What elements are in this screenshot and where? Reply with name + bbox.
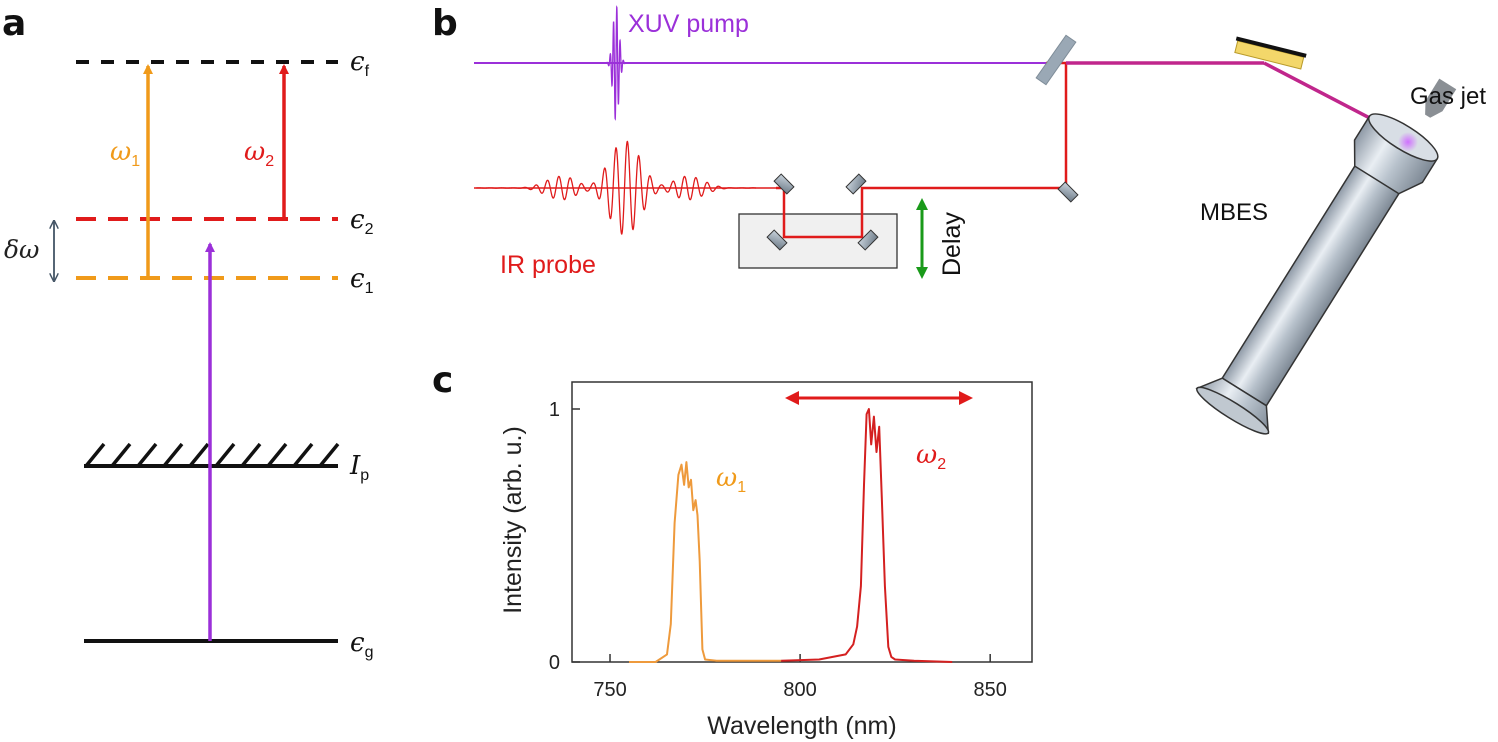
- gas-jet-nozzle: [1425, 78, 1457, 118]
- y-axis-title: Intensity (arb. u.): [499, 426, 527, 614]
- focusing-mirror: [1234, 36, 1307, 70]
- omega2-label: ω2: [244, 137, 274, 170]
- combining-mirror: [1035, 34, 1077, 86]
- x-tick-label: 850: [973, 679, 1006, 701]
- spectrum-omega2-label: ω2: [916, 440, 946, 473]
- interaction-point-glow: [1398, 132, 1418, 152]
- eps-2-label: ϵ2: [350, 205, 374, 238]
- y-tick-label: 0: [549, 652, 560, 674]
- spectrum-line-1: [629, 461, 782, 663]
- eps-1-label: ϵ1: [350, 264, 374, 297]
- x-tick-label: 750: [593, 679, 626, 701]
- mbes-label: MBES: [1200, 199, 1268, 226]
- ir-beam-path: [776, 61, 1068, 239]
- plot-frame: [571, 381, 1033, 663]
- spectrum-omega1-label: ω1: [716, 463, 746, 496]
- omega1-label: ω1: [110, 137, 140, 170]
- delay-label: Delay: [938, 212, 966, 276]
- ir-pulse-waveform: [475, 140, 757, 235]
- delay-mirror-2: [766, 229, 788, 251]
- x-tick-label: 800: [783, 679, 816, 701]
- spectrum-line-2: [781, 408, 953, 663]
- x-axis-title: Wavelength (nm): [707, 712, 896, 740]
- fold-mirror: [1057, 181, 1079, 203]
- mbes-spectrometer: [1195, 113, 1439, 435]
- panel-c-letter: c: [432, 360, 453, 401]
- gas-jet-label: Gas jet: [1410, 83, 1486, 110]
- panel-b-letter: b: [432, 3, 458, 44]
- xuv-pulse-waveform: [595, 5, 626, 121]
- delta-omega-label: δω: [4, 235, 39, 264]
- eps-f-label: ϵf: [350, 47, 370, 80]
- panel-b: b XUV pump IR probe Delay: [432, 3, 1486, 435]
- xuv-pump-label: XUV pump: [628, 10, 749, 38]
- eps-g-label: ϵg: [350, 628, 373, 661]
- ir-probe-label: IR probe: [500, 251, 596, 279]
- y-tick-label: 1: [549, 399, 560, 421]
- delay-mirror-3: [857, 229, 879, 251]
- panel-a-letter: a: [2, 3, 26, 44]
- y-axis-ticks: 01: [549, 399, 580, 674]
- panel-a: a ω1 ω2 δω ϵf ϵ2 ϵ1: [2, 3, 374, 661]
- spectrum-series: [629, 408, 953, 663]
- ionization-hatch: [84, 442, 340, 468]
- delay-mirror-4: [845, 173, 867, 195]
- ip-label: Ip: [349, 451, 369, 484]
- delay-mirror-1: [773, 173, 795, 195]
